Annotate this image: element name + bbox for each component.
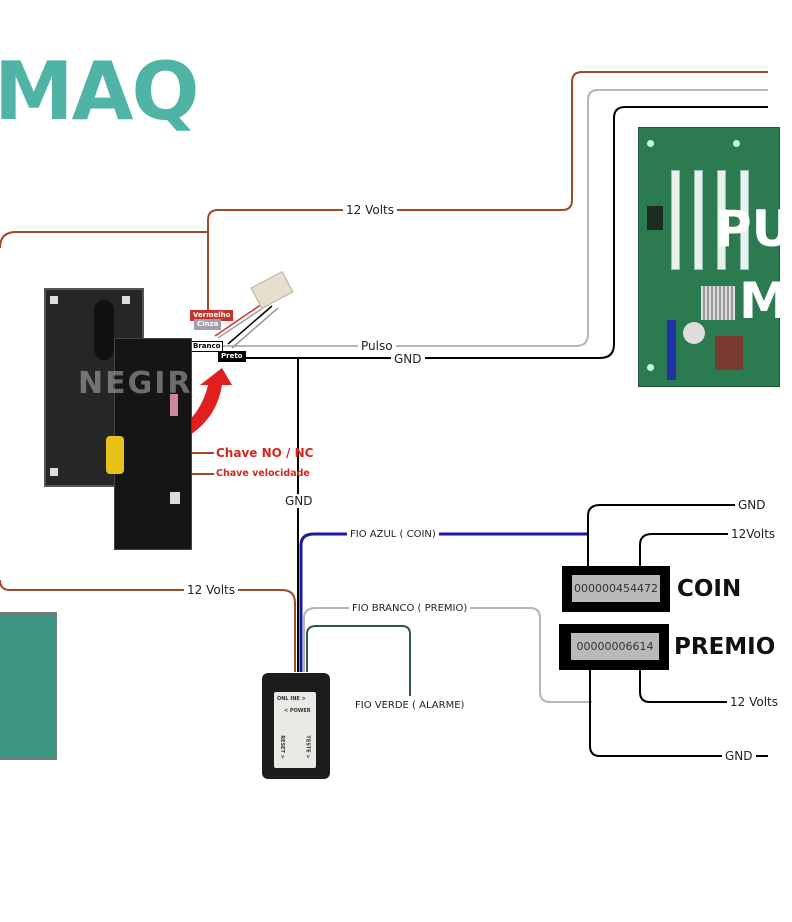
- teste-label: TESTE >: [304, 735, 311, 759]
- coin-counter-display: 000000454472: [572, 575, 660, 602]
- label-coin-12v: 12Volts: [728, 527, 779, 541]
- label-12v-top: 12 Volts: [343, 203, 397, 217]
- premio-counter-title: PREMIO: [674, 634, 776, 660]
- callout-chave-velocidade: Chave velocidade: [216, 468, 310, 479]
- interface-module: ONL INE > < POWER RESET > TESTE >: [262, 673, 330, 779]
- brand-logo: MAQ: [0, 45, 200, 138]
- wire-premio-gnd: [589, 668, 724, 757]
- label-fio-azul: FIO AZUL ( COIN): [347, 528, 439, 542]
- wire-pulso: [214, 89, 768, 347]
- wiring-diagram: [0, 71, 768, 757]
- wire-fio-verde: [306, 625, 411, 696]
- reset-label: RESET >: [278, 735, 285, 759]
- power-label: < POWER: [284, 708, 311, 714]
- motherboard: PU M: [638, 127, 792, 387]
- wire-fio-azul: [299, 532, 588, 672]
- label-12v-bottom: 12 Volts: [184, 583, 238, 597]
- wire-12v-top-main: [207, 71, 768, 320]
- watermark: NEGIR: [78, 366, 193, 401]
- label-fio-branco: FIO BRANCO ( PREMIO): [349, 602, 471, 616]
- coin-acceptor: NEGIR: [44, 288, 194, 550]
- premio-counter: 00000006614: [559, 624, 669, 670]
- red-arrow: [165, 368, 232, 445]
- label-fio-verde: FIO VERDE ( ALARME): [352, 699, 468, 713]
- coin-counter-title: COIN: [677, 576, 742, 602]
- label-pulso: Pulso: [358, 339, 396, 353]
- online-label: ONL INE >: [277, 696, 306, 702]
- label-gnd-top: GND: [391, 352, 425, 366]
- coin-counter: 000000454472: [562, 566, 670, 612]
- tag-cinza: Cinza: [194, 319, 222, 330]
- wire-premio-12v: [639, 668, 728, 703]
- board-text-1: PU: [715, 200, 792, 258]
- label-gnd-vertical: GND: [282, 494, 316, 508]
- teal-panel: [0, 612, 57, 760]
- label-premio-12v: 12 Volts: [727, 695, 781, 709]
- label-premio-gnd: GND: [722, 749, 756, 763]
- wire-12v-bottom: [0, 579, 296, 672]
- wire-12v-top: [0, 231, 208, 249]
- board-text-2: M: [739, 272, 789, 330]
- tag-preto: Preto: [218, 351, 246, 362]
- callout-chave-no-nc: Chave NO / NC: [216, 446, 314, 460]
- premio-counter-display: 00000006614: [571, 633, 659, 660]
- label-coin-gnd: GND: [735, 498, 769, 512]
- wire-fio-branco: [303, 607, 592, 703]
- wire-coin-gnd: [587, 504, 736, 566]
- wire-coin-12v: [639, 533, 730, 566]
